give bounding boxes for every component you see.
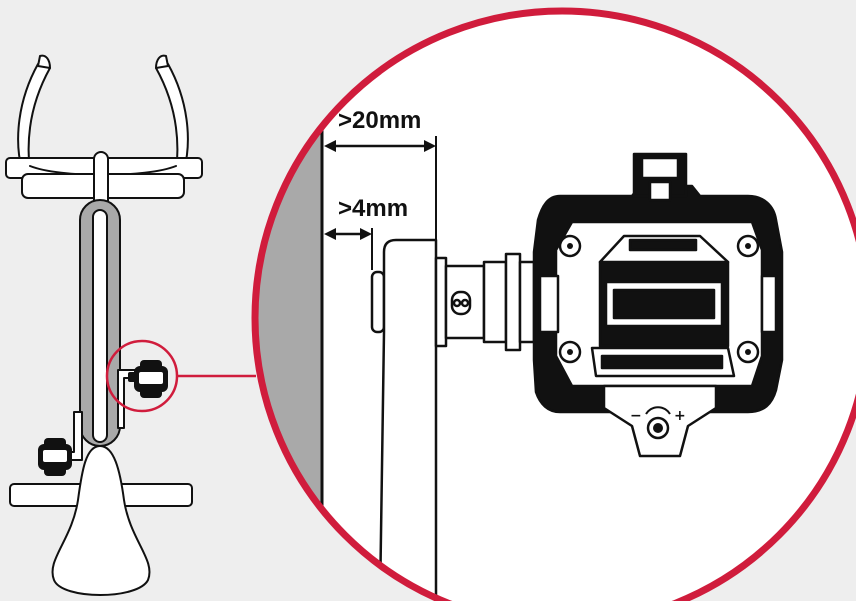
pedal-axle <box>434 252 536 352</box>
tension-plus-label: + <box>674 408 686 424</box>
dimension-inner <box>324 228 373 270</box>
pedal-small-right-icon <box>128 360 168 398</box>
pedal-detail-icon <box>532 152 784 458</box>
pedal-small-left-icon <box>38 438 72 476</box>
bike-frame <box>79 199 121 447</box>
bike-overview <box>5 54 203 596</box>
tension-minus-label: − <box>630 408 642 424</box>
crank-arm-detail <box>370 238 438 601</box>
dimension-outer <box>324 136 437 240</box>
zoom-circle-outline <box>251 7 856 601</box>
inner-gap-label: >4mm <box>338 195 408 222</box>
saddle <box>51 445 151 596</box>
outer-gap-label: >20mm <box>338 107 421 134</box>
